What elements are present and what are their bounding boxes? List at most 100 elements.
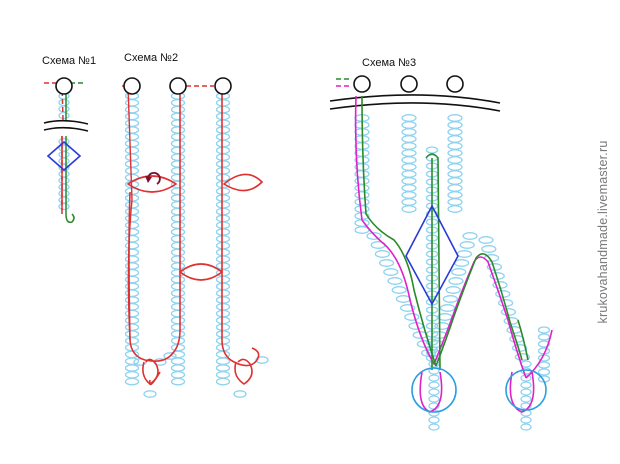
bead: [401, 198, 417, 206]
bead: [215, 241, 231, 250]
bead: [395, 295, 412, 303]
bead: [170, 98, 186, 107]
bead: [462, 232, 478, 240]
bead: [354, 205, 370, 213]
bead: [215, 132, 231, 141]
bead: [124, 119, 140, 128]
bead: [215, 336, 231, 345]
bead: [124, 241, 140, 250]
scheme-3-big-bead-left: [411, 367, 457, 413]
scheme-3-green-thread: [361, 95, 529, 367]
bead: [215, 228, 231, 236]
bead: [456, 250, 473, 258]
bead: [453, 259, 470, 267]
scheme-1-diamond: [46, 140, 82, 172]
bead: [255, 356, 269, 364]
bead: [170, 153, 186, 162]
bead: [448, 277, 464, 285]
bead: [170, 275, 186, 284]
bead: [354, 184, 370, 192]
bead: [58, 170, 70, 178]
bead: [401, 191, 417, 199]
bead: [124, 248, 140, 257]
bead: [401, 114, 417, 122]
bead: [215, 200, 231, 209]
bead: [399, 304, 416, 312]
bead: [215, 112, 231, 121]
bead: [378, 259, 395, 267]
bead: [215, 160, 231, 168]
bead: [170, 323, 186, 332]
bead: [428, 395, 440, 403]
bead: [428, 381, 440, 389]
bead: [170, 166, 186, 175]
scheme-2-ring-1: [123, 77, 141, 95]
bead: [215, 323, 231, 332]
bead: [447, 170, 463, 178]
bead: [170, 282, 186, 291]
bead: [520, 423, 532, 431]
bead: [170, 377, 186, 386]
bead: [447, 156, 463, 164]
bead: [447, 177, 463, 185]
bead: [520, 388, 532, 396]
bead: [124, 296, 140, 304]
bead: [124, 112, 140, 121]
scheme-3: [329, 75, 553, 431]
bead: [170, 370, 186, 379]
bead: [520, 374, 532, 382]
bead: [520, 416, 532, 424]
bead: [124, 166, 140, 175]
bead: [215, 255, 231, 264]
bead: [58, 105, 70, 113]
bead: [401, 156, 417, 164]
bead: [354, 198, 370, 206]
bead: [124, 160, 140, 168]
bead: [520, 395, 532, 403]
bead: [215, 173, 231, 182]
bead: [215, 370, 231, 379]
bead: [514, 353, 531, 361]
bead: [124, 282, 140, 291]
bead: [374, 250, 391, 258]
bead: [215, 187, 231, 196]
bead: [215, 364, 231, 372]
bead: [124, 105, 140, 114]
bead: [215, 234, 231, 243]
scheme-2-ring-2: [169, 77, 187, 95]
bead: [124, 364, 140, 372]
bead: [215, 275, 231, 284]
bead: [124, 255, 140, 264]
bead: [215, 214, 231, 223]
scheme-2-loop-right: [222, 173, 264, 192]
scheme-2-bead-columns: [124, 92, 269, 398]
bead: [215, 262, 231, 270]
bead: [459, 241, 475, 249]
bead: [215, 166, 231, 175]
bead: [124, 330, 140, 338]
bead: [124, 214, 140, 223]
bead: [124, 221, 140, 230]
bead: [124, 139, 140, 148]
bead: [170, 262, 186, 270]
bead: [170, 255, 186, 264]
bead: [215, 126, 231, 134]
bead: [58, 111, 70, 120]
bead: [170, 139, 186, 148]
scheme-3-ring-3: [446, 75, 464, 93]
bead: [170, 289, 186, 298]
bead: [447, 135, 463, 143]
bead: [401, 177, 417, 185]
bead: [481, 245, 497, 253]
bead: [215, 296, 231, 304]
bead: [442, 295, 459, 303]
scheme-2: [122, 77, 269, 398]
bead: [401, 149, 417, 157]
bead: [215, 146, 231, 155]
scheme-3-diamond: [405, 204, 459, 306]
bead: [428, 388, 440, 396]
bead: [170, 112, 186, 121]
bead: [401, 184, 417, 192]
bead: [170, 296, 186, 304]
scheme-1-label: Схема №1: [42, 55, 96, 67]
